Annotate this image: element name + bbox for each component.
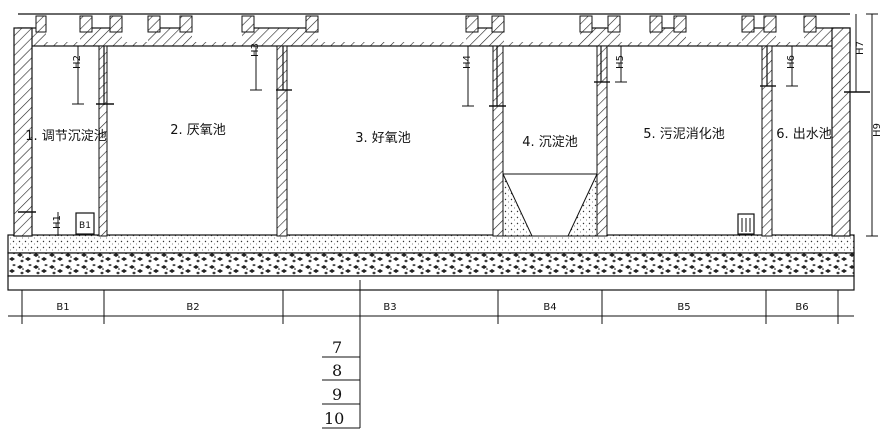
foundation — [7, 234, 855, 291]
manhole-opening — [620, 14, 650, 42]
outer-wall-left — [13, 27, 33, 237]
b3-label: B3 — [383, 302, 396, 313]
legend-9: 9 — [332, 385, 342, 404]
h1-label: H1 — [52, 215, 63, 229]
wall-4-5 — [596, 45, 608, 237]
internal-pipes — [18, 46, 870, 213]
manhole-opening — [192, 14, 242, 42]
h7-label: H7 — [855, 41, 866, 55]
manhole-opening — [776, 14, 804, 42]
h4-label: H4 — [462, 55, 473, 69]
tank-label-4: 4. 沉淀池 — [522, 135, 578, 150]
h6-label: H6 — [786, 55, 797, 69]
h3-label: H3 — [250, 43, 261, 57]
manhole-opening — [686, 14, 742, 42]
pump-box-label: B1 — [79, 221, 91, 231]
manhole-opening — [46, 14, 80, 42]
sub-base-layer — [7, 275, 855, 291]
b4-label: B4 — [543, 302, 556, 313]
legend-8: 8 — [332, 361, 342, 380]
pump-box — [75, 212, 95, 235]
b6-label: B6 — [795, 302, 808, 313]
top-slab — [17, 13, 851, 47]
b5-label: B5 — [677, 302, 690, 313]
width-labels: B1 B2 B3 B4 B5 B6 — [56, 302, 808, 313]
tank-label-6: 6. 出水池 — [776, 127, 832, 142]
wall-3-4 — [492, 45, 504, 237]
tank-label-1: 1. 调节沉淀池 — [25, 129, 107, 144]
width-dimensions — [8, 290, 854, 324]
tank-label-3: 3. 好氧池 — [355, 131, 411, 146]
legend-7: 7 — [332, 338, 342, 357]
settling-hopper — [502, 173, 598, 237]
wall-2-3 — [276, 45, 288, 237]
legend-10: 10 — [324, 409, 344, 428]
h5-label: H5 — [615, 55, 626, 69]
h2-label: H2 — [72, 55, 83, 69]
concrete-base-slab — [7, 234, 855, 254]
tank-label-5: 5. 污泥消化池 — [643, 127, 725, 142]
layer-legend: 7 8 9 10 — [322, 280, 361, 429]
tank-labels: 1. 调节沉淀池 2. 厌氧池 3. 好氧池 4. 沉淀池 5. 污泥消化池 6… — [25, 123, 832, 150]
tank-label-2: 2. 厌氧池 — [170, 123, 226, 138]
wall-1-2 — [98, 45, 108, 237]
manhole-opening — [122, 14, 148, 42]
h9-label: H9 — [872, 123, 883, 137]
b1-label: B1 — [56, 302, 69, 313]
height-labels: H2 H3 H4 H5 H6 H1 H7 H9 — [52, 41, 883, 229]
manhole-opening — [504, 14, 580, 42]
manhole-opening — [318, 14, 466, 42]
gravel-bed — [7, 252, 855, 277]
b2-label: B2 — [186, 302, 199, 313]
tank-walls — [13, 27, 851, 237]
height-dimensions — [57, 13, 878, 237]
outer-wall-right — [831, 27, 851, 237]
